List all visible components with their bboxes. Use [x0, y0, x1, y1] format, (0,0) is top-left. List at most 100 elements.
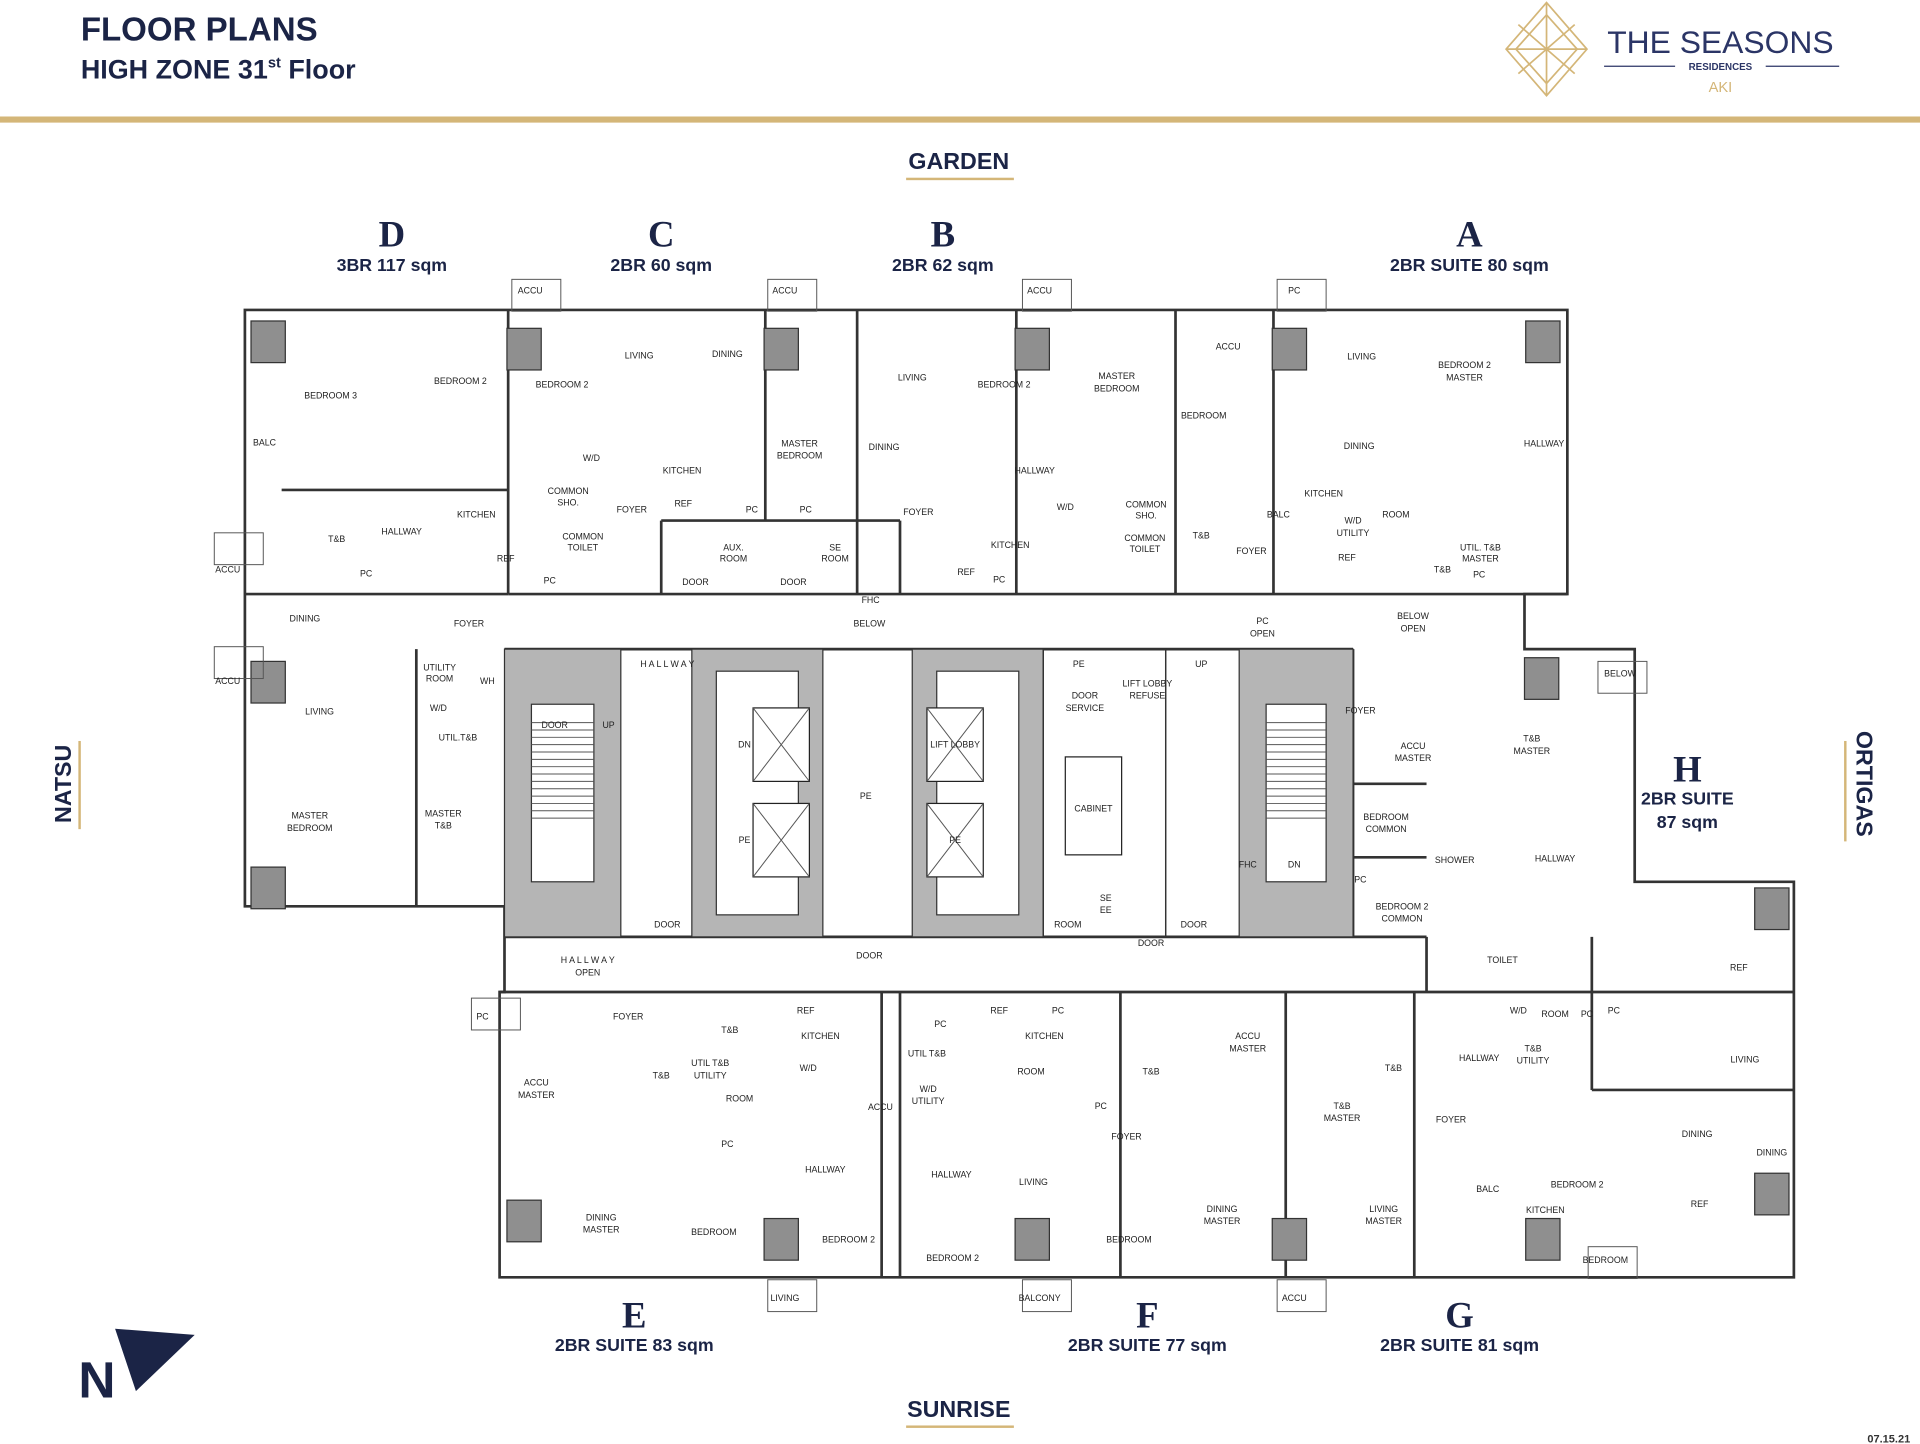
room-label: TOILET: [1130, 544, 1161, 554]
room-label: MASTER: [518, 1090, 555, 1100]
room-label: PC: [1581, 1009, 1594, 1019]
room-label: BEDROOM: [287, 823, 332, 833]
room-label: UTILITY: [1517, 1056, 1550, 1066]
unit-letter: C: [648, 213, 675, 254]
accu-ledge: [767, 1279, 818, 1313]
structural-column: [250, 660, 286, 704]
room-label: DINING: [586, 1212, 617, 1222]
room-label: FOYER: [903, 507, 933, 517]
accu-ledge: [1021, 278, 1072, 312]
room-label: KITCHEN: [1025, 1031, 1064, 1041]
room-label: MASTER: [583, 1225, 620, 1235]
room-label: T&B: [1525, 1043, 1542, 1053]
room-label: BEDROOM: [1106, 1234, 1151, 1244]
logo-diamond-icon: [1504, 1, 1589, 97]
room-label: PC: [993, 574, 1006, 584]
page-title: FLOOR PLANS: [81, 12, 318, 49]
unit-letter: H: [1673, 748, 1702, 789]
room-label: PC: [1608, 1005, 1621, 1015]
direction-ortigas: ORTIGAS: [1851, 731, 1877, 837]
room-label: FOYER: [617, 505, 647, 515]
room-label: ROOM: [1382, 510, 1409, 520]
accu-ledge: [1021, 1279, 1072, 1313]
room-label: LIFT LOBBY: [1122, 678, 1172, 688]
room-label: DINING: [869, 442, 900, 452]
logo-name: THE SEASONS: [1607, 24, 1833, 60]
room-label: BEDROOM: [1583, 1255, 1628, 1265]
unit-letter: B: [931, 213, 956, 254]
floor-plan-drawing: [213, 278, 1796, 1313]
page-subtitle: HIGH ZONE 31st Floor: [81, 55, 356, 85]
structural-column: [1014, 1217, 1050, 1261]
room-label: T&B: [653, 1070, 670, 1080]
room-label: PE: [860, 791, 872, 801]
room-label: MASTER: [1229, 1043, 1266, 1053]
structural-column: [1525, 1217, 1561, 1261]
room-label: ROOM: [726, 1094, 753, 1104]
room-label: SHOWER: [1435, 855, 1475, 865]
room-label: BEDROOM 2: [434, 376, 487, 386]
room-label: MASTER: [425, 808, 462, 818]
unit-description: 2BR SUITE 77 sqm: [1068, 1335, 1227, 1355]
room-label: REF: [990, 1005, 1008, 1015]
room-label: DOOR: [541, 720, 567, 730]
room-label: TOILET: [1487, 955, 1518, 965]
room-label: REF: [1338, 552, 1356, 562]
room-label: ACCU: [215, 676, 240, 686]
room-label: REF: [1691, 1199, 1709, 1209]
room-label: OPEN: [1250, 628, 1275, 638]
room-label: DOOR: [780, 577, 806, 587]
room-label: DINING: [1682, 1129, 1713, 1139]
direction-sunrise: SUNRISE: [907, 1396, 1010, 1422]
accu-ledge: [1276, 1279, 1327, 1313]
room-label: BEDROOM 2: [978, 380, 1031, 390]
room-label: W/D: [583, 453, 600, 463]
room-label: ACCU: [518, 285, 543, 295]
room-label: ACCU: [1027, 285, 1052, 295]
structural-column: [1523, 657, 1560, 700]
room-label: MASTER: [1204, 1216, 1241, 1226]
room-label: DINING: [1344, 441, 1375, 451]
room-label: SE: [829, 543, 841, 553]
room-label: T&B: [1193, 530, 1210, 540]
room-label: LIVING: [305, 707, 334, 717]
unit-area: 87 sqm: [1657, 812, 1718, 832]
north-arrow: N: [78, 1328, 195, 1408]
room-label: REF: [957, 567, 975, 577]
unit-description: 2BR SUITE 81 sqm: [1380, 1335, 1539, 1355]
logo-aki: AKI: [1709, 80, 1733, 96]
room-label: W/D: [1510, 1005, 1527, 1015]
room-label: DINING: [1207, 1204, 1238, 1214]
room-label: HALLWAY: [1535, 854, 1576, 864]
room-label: PC: [1473, 570, 1486, 580]
room-label: W/D: [800, 1063, 817, 1073]
room-label: UTILITY: [423, 663, 456, 673]
room-label: UP: [1195, 659, 1207, 669]
room-label: KITCHEN: [1526, 1205, 1565, 1215]
unit-letter: F: [1136, 1295, 1158, 1336]
unit-letter: D: [379, 213, 406, 254]
room-label: PE: [949, 835, 961, 845]
room-label: DN: [738, 740, 751, 750]
unit-letter: G: [1445, 1295, 1474, 1336]
room-label: MASTER: [781, 438, 818, 448]
room-label: HALLWAY: [1459, 1053, 1500, 1063]
room-label: REF: [797, 1005, 815, 1015]
room-label: PE: [739, 835, 751, 845]
room-label: T&B: [1333, 1101, 1350, 1111]
accu-ledge: [1587, 1246, 1638, 1280]
structural-column: [1014, 327, 1050, 371]
room-label: BELOW: [853, 618, 885, 628]
room-label: FOYER: [613, 1012, 643, 1022]
direction-garden: GARDEN: [908, 148, 1009, 174]
room-label: MASTER: [1514, 746, 1551, 756]
room-label: KITCHEN: [663, 465, 702, 475]
room-label: UTIL.T&B: [439, 732, 478, 742]
room-label: T&B: [721, 1025, 738, 1035]
unit-description: 2BR SUITE 80 sqm: [1390, 255, 1549, 275]
room-label: COMMON: [548, 486, 589, 496]
room-label: ACCU: [868, 1102, 893, 1112]
room-label: DOOR: [1181, 920, 1207, 930]
